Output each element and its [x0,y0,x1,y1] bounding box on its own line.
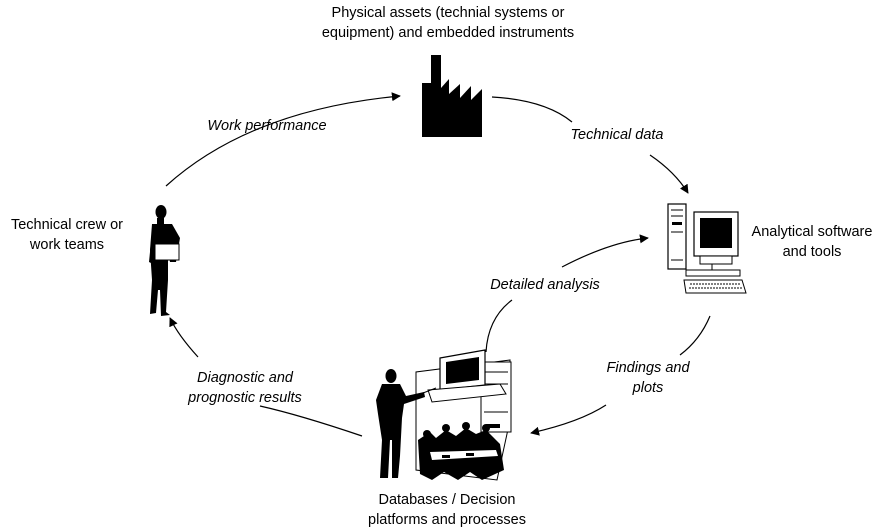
assets-label-line-2: equipment) and embedded instruments [321,25,575,41]
software-label: Analytical software and tools [742,222,882,262]
detailed-analysis-label-line-1: Detailed analysis [490,277,600,293]
computer-icon [667,203,747,294]
databases-label-line-2: platforms and processes [368,512,526,528]
technical-data-label: Technical data [562,125,672,145]
connector-findings [530,404,607,436]
factory-icon [422,55,482,137]
connector-technical-data-upper [491,96,573,123]
crew-label-line-1: Technical crew or [10,217,123,233]
software-label-line-2: and tools [782,244,842,260]
connector-technical-data [649,154,689,194]
databases-label: Databases / Decision platforms and proce… [352,490,542,530]
findings-label-line-2: plots [632,380,664,396]
assets-label: Physical assets (technial systems or equ… [303,3,593,43]
databases-label-line-1: Databases / Decision [378,492,516,508]
crew-label-line-2: work teams [29,237,105,253]
connector-diagnostic [169,317,199,358]
diagnostic-label: Diagnostic and prognostic results [170,368,320,408]
technical-data-label-line-1: Technical data [570,127,664,143]
connector-detailed-analysis-lower [485,299,513,353]
diagnostic-label-line-2: prognostic results [188,390,302,406]
worker-icon [149,205,180,316]
findings-label: Findings and plots [596,358,700,398]
work-performance-label-line-1: Work performance [207,118,327,134]
detailed-analysis-label: Detailed analysis [478,275,612,295]
diagnostic-label-line-1: Diagnostic and [197,370,293,386]
assets-label-line-1: Physical assets (technial systems or [331,5,565,21]
connector-detailed-analysis-upper [561,234,649,268]
connector-diagnostic-lower [259,405,363,437]
software-label-line-1: Analytical software [751,224,873,240]
findings-label-line-1: Findings and [606,360,690,376]
crew-label: Technical crew or work teams [0,215,134,255]
connector-findings-upper [679,315,711,356]
connector-work-performance [165,92,401,187]
work-performance-label: Work performance [192,116,342,136]
presentation-meeting-icon [376,349,512,481]
